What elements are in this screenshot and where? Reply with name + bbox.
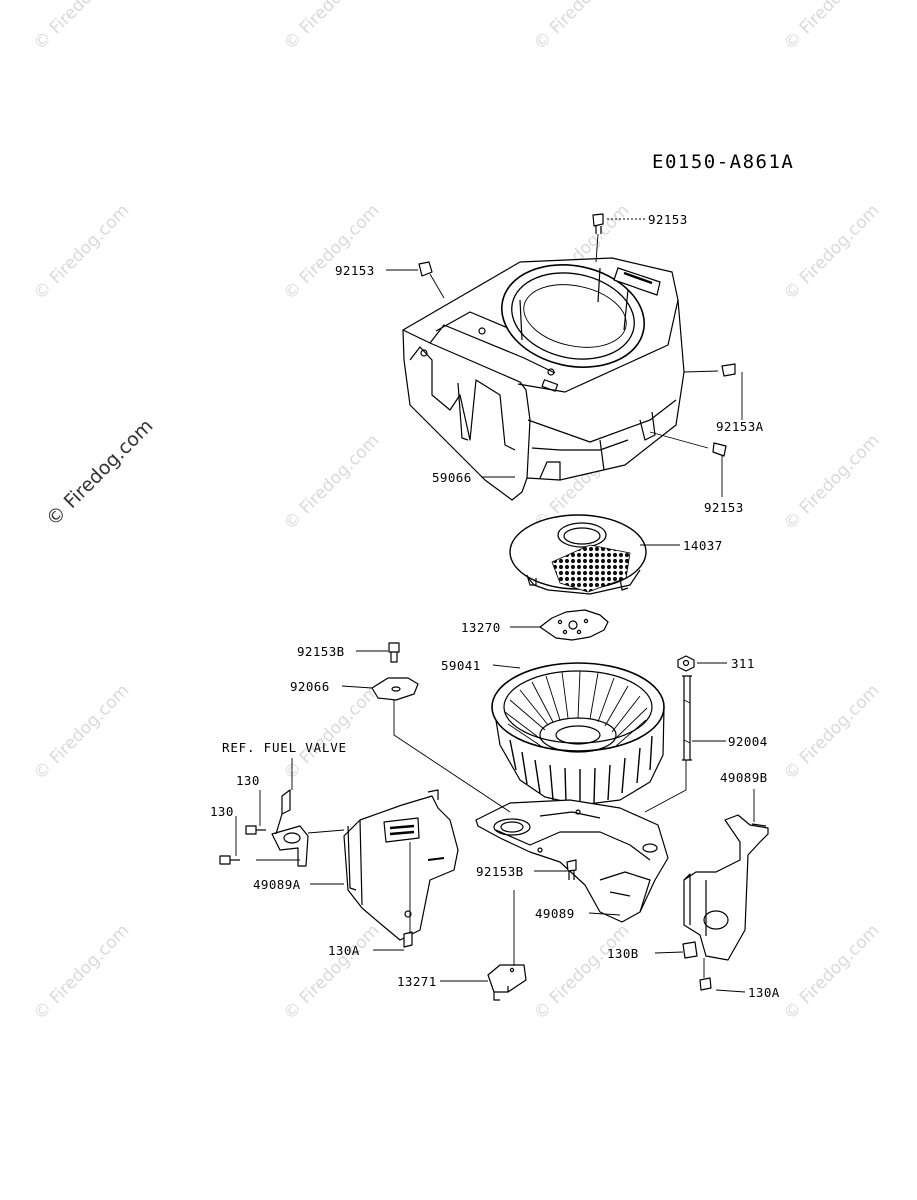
washer-part: [371, 642, 419, 701]
part-label: 92153: [335, 263, 375, 278]
fan-screen-part: [509, 514, 647, 595]
part-label: 92153B: [476, 864, 524, 879]
diagram-code: E0150-A861A: [652, 151, 795, 173]
bracket-part: [487, 964, 527, 1001]
part-label: 92153A: [716, 419, 764, 434]
part-label: 49089A: [253, 877, 301, 892]
bolts: [403, 213, 736, 991]
part-label: 92153B: [297, 644, 345, 659]
side-baffle-right-part: [683, 814, 769, 961]
part-label: 49089: [535, 906, 575, 921]
stud-bolt-part: [677, 655, 695, 761]
part-label: 59066: [432, 470, 472, 485]
part-label: 92153: [648, 212, 688, 227]
fuel-valve-bracket: [219, 789, 309, 867]
part-label: 130A: [748, 985, 780, 1000]
leader-lines: [235, 218, 755, 993]
part-label: 92153: [704, 500, 744, 515]
side-baffle-left-part: [343, 789, 459, 941]
part-label: 311: [731, 656, 755, 671]
part-label: 14037: [683, 538, 723, 553]
part-label: 13270: [461, 620, 501, 635]
reference-note: REF. FUEL VALVE: [222, 740, 347, 755]
flywheel-part: [491, 662, 665, 806]
part-label: 130B: [607, 946, 639, 961]
part-label: 59041: [441, 658, 481, 673]
blower-housing-part: [402, 257, 685, 501]
part-label: 13271: [397, 974, 437, 989]
part-label: 130: [236, 773, 260, 788]
part-label: 92066: [290, 679, 330, 694]
fan-plate-part: [539, 609, 609, 641]
part-label: 92004: [728, 734, 768, 749]
part-label: 130: [210, 804, 234, 819]
part-label: 49089B: [720, 770, 768, 785]
part-label: 130A: [328, 943, 360, 958]
